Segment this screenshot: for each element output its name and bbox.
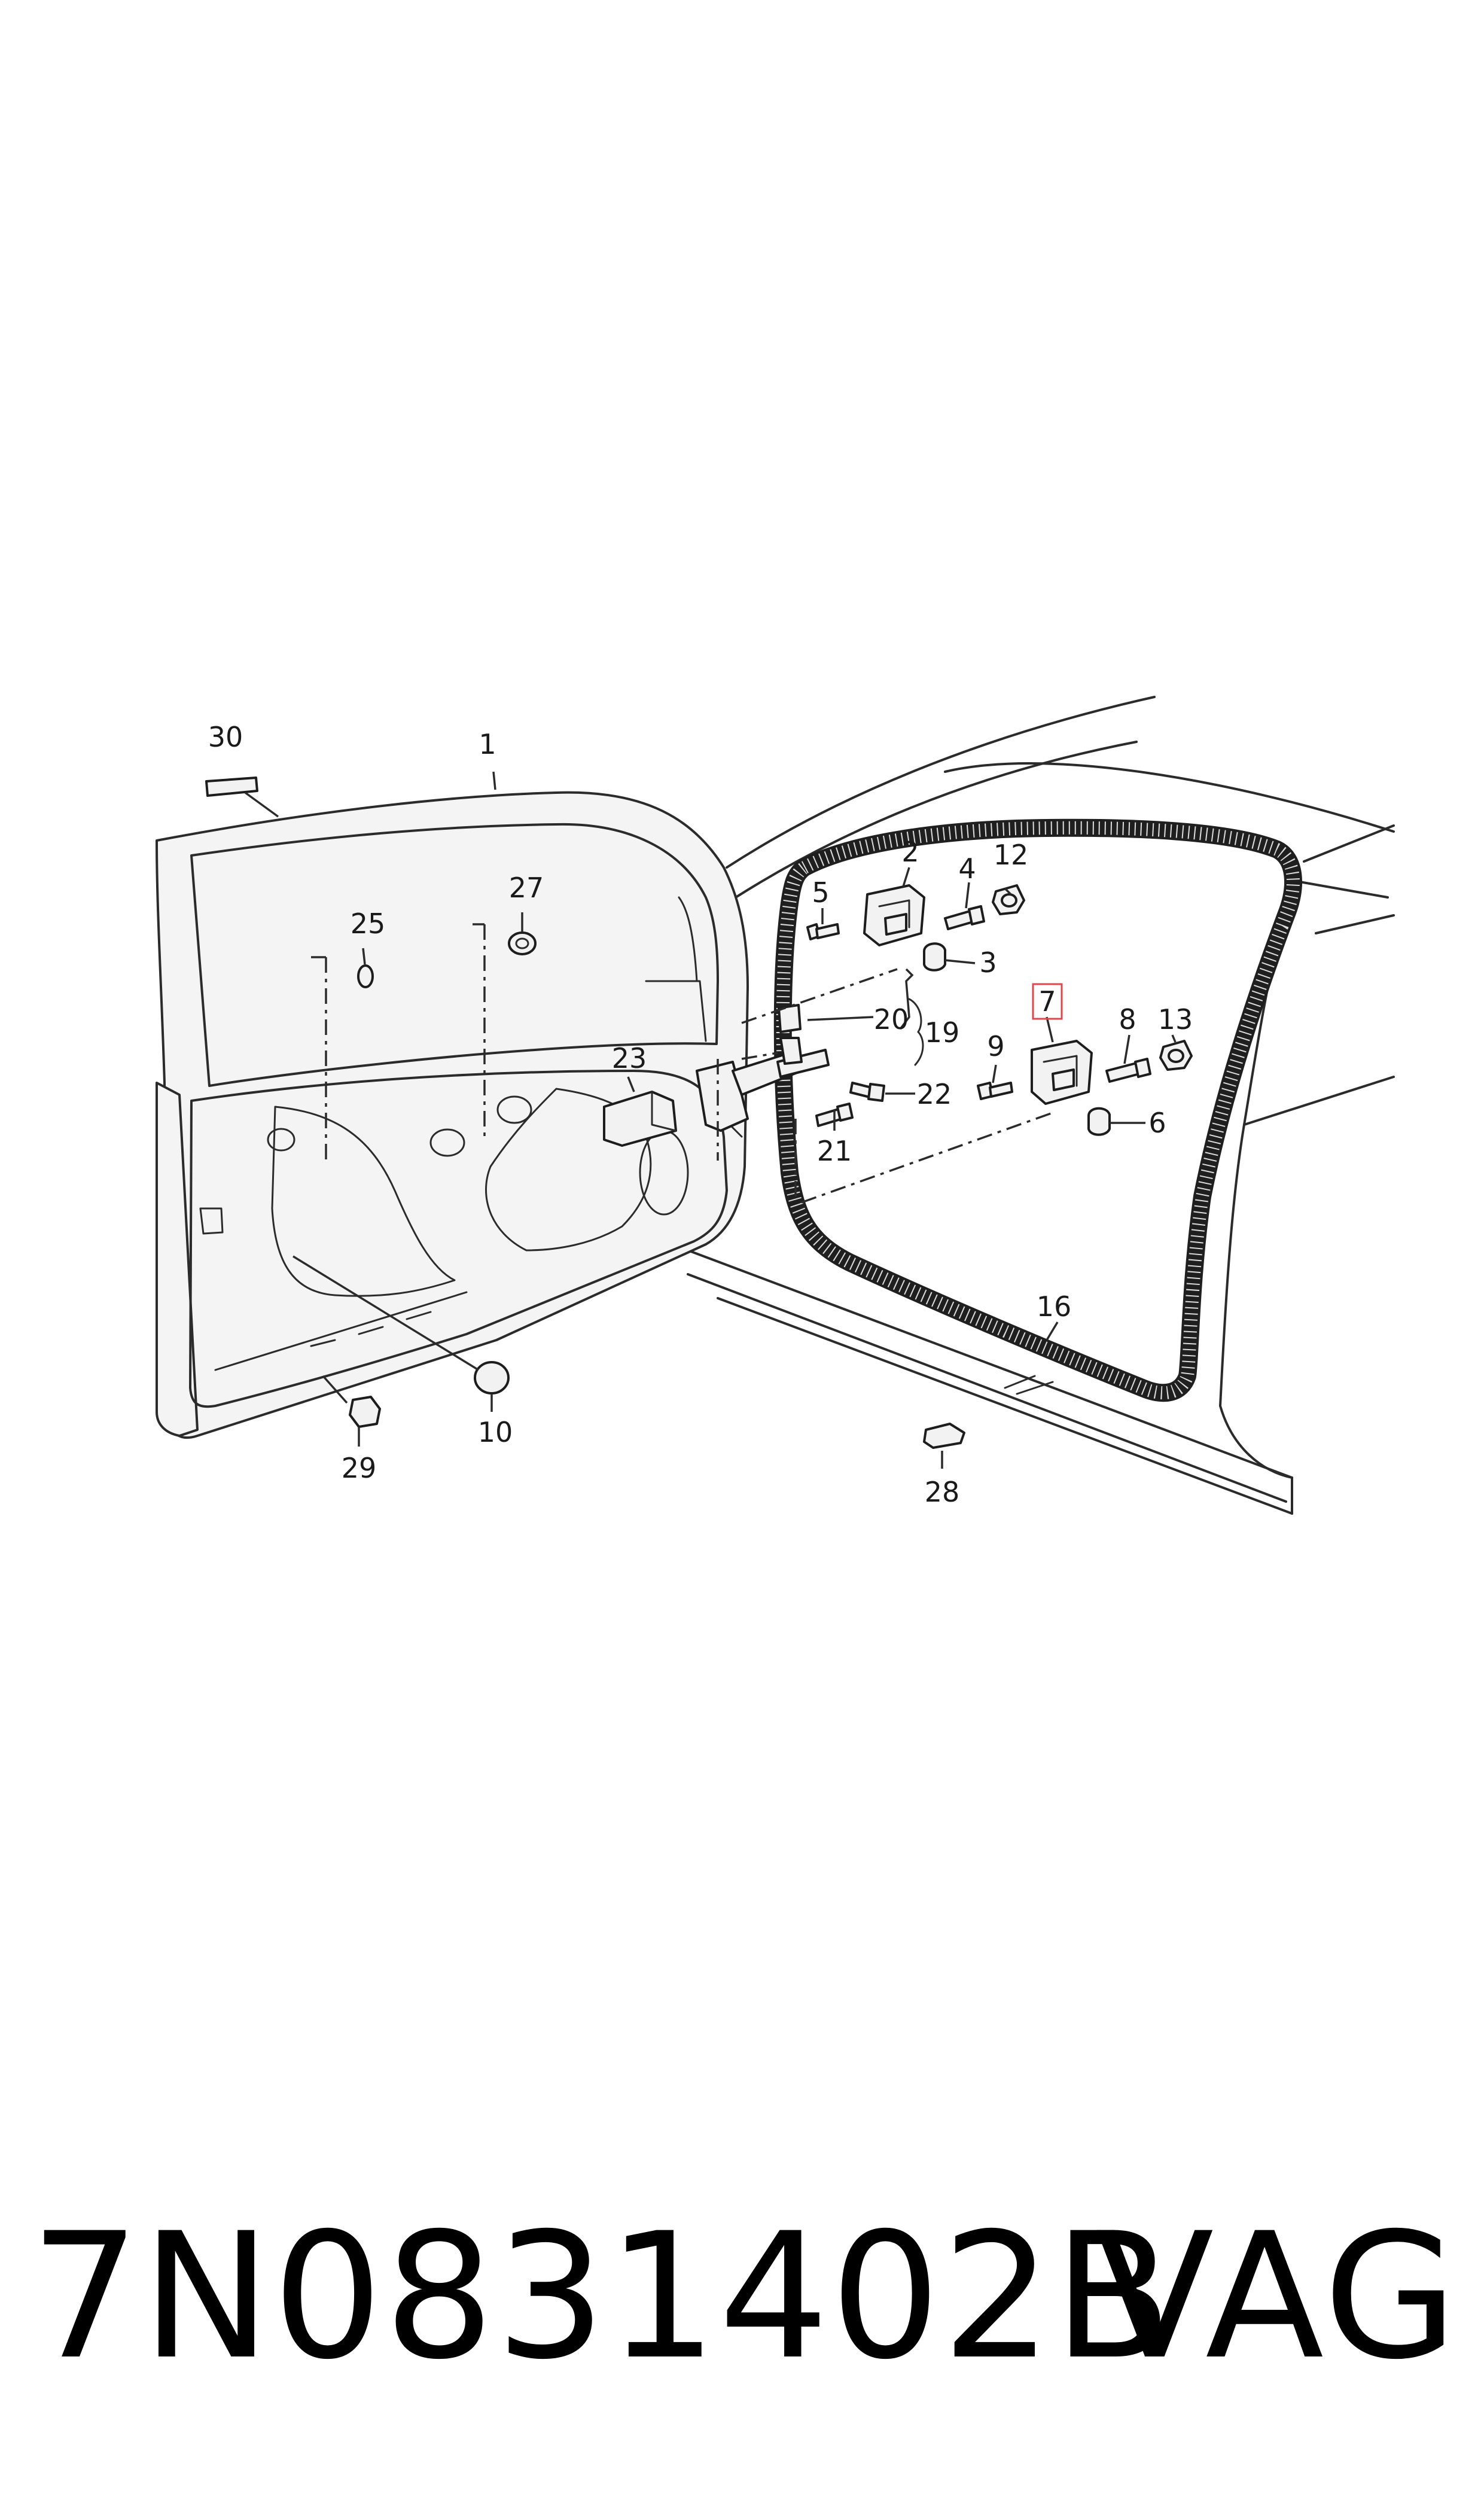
footer-caption: 7N0831402B VAG: [0, 2172, 1484, 2423]
assembly-lines: [311, 923, 1053, 1204]
callout-21: 21: [817, 1135, 852, 1167]
callout-12: 12: [994, 839, 1029, 871]
brand-label: VAG: [1095, 2196, 1460, 2398]
callout-25: 25: [351, 908, 386, 940]
door-shell: [156, 791, 749, 1439]
callout-7-highlight: [1032, 983, 1063, 1020]
callout-7: 7: [1038, 985, 1056, 1018]
leader-lines: [244, 771, 1177, 1469]
callout-13: 13: [1158, 1003, 1193, 1036]
callout-23: 23: [612, 1042, 647, 1074]
door-seal: [773, 818, 1302, 1402]
callout-5: 5: [812, 876, 829, 909]
callout-4: 4: [958, 852, 976, 885]
callout-9: 9: [987, 1030, 1004, 1062]
callout-2: 2: [901, 836, 919, 868]
callout-1: 1: [479, 728, 496, 760]
callout-28: 28: [925, 1476, 960, 1508]
callout-6: 6: [1148, 1107, 1166, 1139]
callout-20: 20: [874, 1003, 909, 1036]
callout-19: 19: [925, 1016, 960, 1049]
callout-3: 3: [979, 946, 997, 979]
callout-29: 29: [342, 1452, 377, 1484]
callout-10: 10: [478, 1416, 513, 1448]
callout-30: 30: [208, 721, 243, 753]
callout-16: 16: [1037, 1290, 1072, 1323]
part-number: 7N0831402B: [30, 2196, 1174, 2398]
hinge-parts: [205, 777, 1193, 1449]
callout-labels: 1 2 3 4 5 6 7 8 9 10 12 13 16 19 20 21 2…: [208, 721, 1193, 1508]
callout-22: 22: [917, 1078, 952, 1110]
callout-8: 8: [1119, 1003, 1136, 1036]
callout-27: 27: [509, 872, 544, 904]
